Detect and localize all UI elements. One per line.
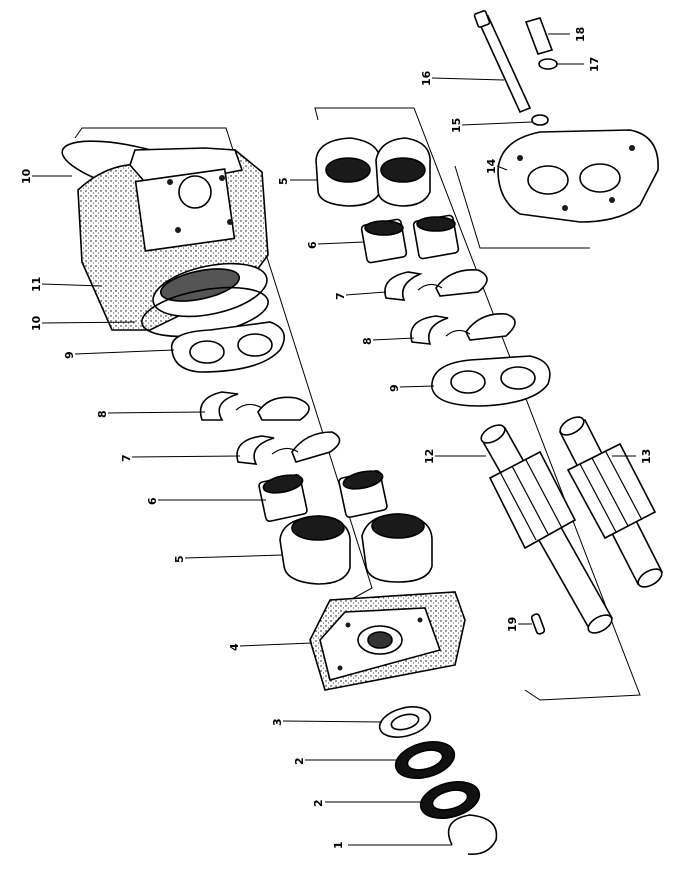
- wear-plate-right: [431, 355, 551, 407]
- bearing-block-left: [279, 513, 433, 585]
- callout-2b: 2: [312, 799, 325, 807]
- driven-gear-shaft: [558, 416, 664, 588]
- bolt-washer: [531, 114, 549, 126]
- callout-labels: 1 2 2 3 4 5 5 6 6 7 7 8 8 9 9 10 10 11 1…: [20, 27, 653, 849]
- callout-6b: 6: [306, 241, 319, 249]
- lock-washer: [538, 58, 558, 70]
- bushing-right-a: [360, 218, 408, 264]
- front-cover: [309, 591, 466, 691]
- seal-right-8: [410, 313, 516, 345]
- callout-13: 13: [640, 449, 653, 464]
- washer: [378, 706, 432, 738]
- callout-10b: 10: [30, 315, 43, 331]
- shaft-seal-a: [394, 741, 456, 779]
- callout-16: 16: [420, 70, 433, 86]
- callout-8a: 8: [96, 410, 109, 418]
- callout-15: 15: [450, 118, 463, 133]
- callout-10a: 10: [20, 168, 33, 184]
- callout-3: 3: [271, 718, 284, 726]
- seal-right-7: [384, 269, 488, 301]
- callout-9a: 9: [63, 351, 76, 359]
- group-outline-center: [314, 107, 641, 701]
- callout-5a: 5: [173, 555, 186, 563]
- callout-19: 19: [506, 617, 519, 632]
- callout-5b: 5: [277, 177, 290, 185]
- group-outline-left: [74, 127, 373, 601]
- bearing-block-right: [315, 137, 431, 207]
- pump-housing: [77, 147, 269, 331]
- callout-7b: 7: [334, 292, 347, 300]
- rear-cover: [497, 129, 659, 223]
- callout-1: 1: [332, 841, 345, 849]
- callout-17: 17: [588, 57, 601, 72]
- callout-11: 11: [30, 277, 43, 292]
- callout-14: 14: [485, 158, 498, 174]
- group-outline-right: [454, 165, 590, 249]
- shaft-key: [530, 613, 546, 635]
- short-screw: [524, 17, 554, 55]
- callout-7a: 7: [120, 454, 133, 462]
- drive-gear-shaft: [480, 424, 614, 634]
- callout-6a: 6: [146, 497, 159, 505]
- callout-18: 18: [574, 27, 587, 42]
- callout-2a: 2: [293, 757, 306, 765]
- bushing-right-b: [412, 214, 460, 260]
- seal-left-7: [236, 431, 341, 465]
- wear-plate-left: [170, 321, 286, 373]
- snap-ring: [447, 814, 498, 856]
- leader-lines: [32, 33, 636, 846]
- callout-12: 12: [423, 449, 436, 464]
- seal-left-8: [199, 391, 310, 421]
- bushing-left-a: [258, 474, 308, 522]
- shaft-seal-b: [419, 781, 481, 819]
- bushing-left-b: [338, 470, 388, 518]
- callout-4: 4: [228, 643, 241, 651]
- tie-bolt: [473, 10, 532, 114]
- callout-9b: 9: [388, 384, 401, 392]
- callout-8b: 8: [361, 337, 374, 345]
